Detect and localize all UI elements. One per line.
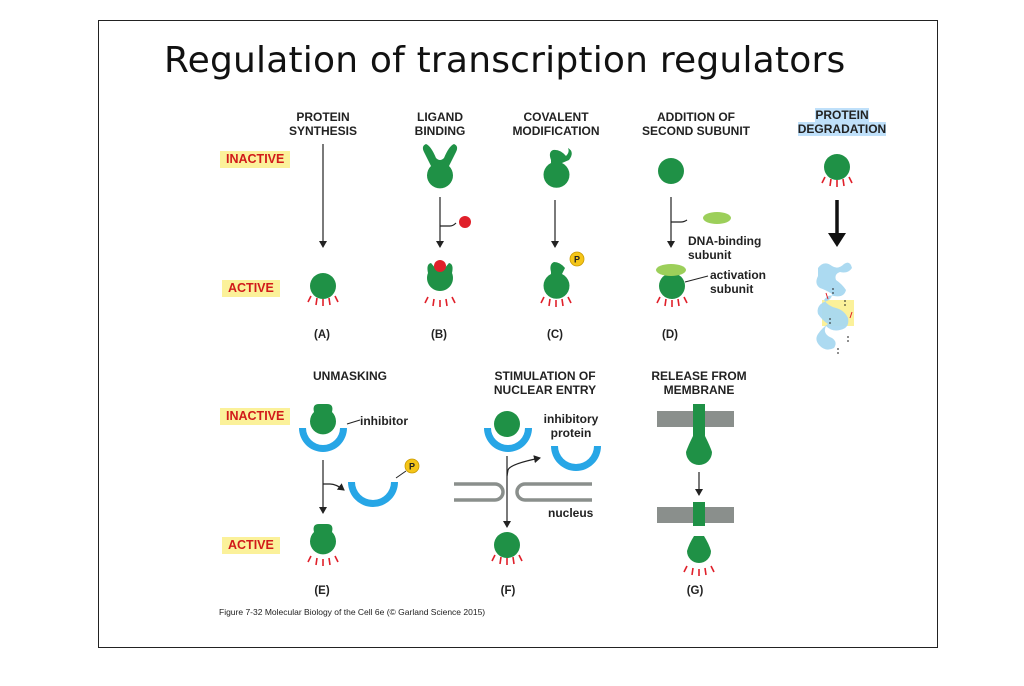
caption-d: (D): [662, 329, 678, 341]
inactive-protein-b: [422, 144, 458, 189]
state-inactive-bottom: INACTIVE: [220, 408, 291, 425]
label-inhibitor: inhibitor: [360, 414, 408, 428]
masked-protein-e: [310, 404, 336, 435]
caption-g: (G): [686, 585, 704, 597]
state-inactive-top: INACTIVE: [220, 151, 291, 168]
active-protein-c: [543, 262, 570, 299]
label-nucleus: nucleus: [548, 506, 594, 520]
inhibitor-bound-e: [299, 428, 347, 452]
panel-c: P: [540, 148, 585, 308]
ligand-free: [459, 216, 471, 228]
caption-b: (B): [431, 329, 447, 341]
ligand-bound: [434, 260, 446, 272]
cleaved-stalk-remnant: [693, 502, 705, 526]
phosphate-label-e: P: [409, 462, 415, 472]
protein-fragments: [816, 262, 852, 350]
inhibitory-release-arrow: [506, 455, 541, 477]
slide-title: Regulation of transcription regulators: [164, 40, 846, 81]
released-protein: [687, 536, 711, 563]
panel-e: P: [299, 404, 420, 567]
activation-leader: [684, 275, 709, 283]
inhibitor-leader: [346, 419, 361, 425]
bound-second-subunit: [656, 264, 686, 276]
activity-rays-g: [683, 565, 715, 577]
ligand-branch-b: [440, 222, 457, 227]
fragment-red-marks: [825, 292, 853, 319]
active-protein-a: [310, 273, 336, 299]
membrane-bottom-left: [657, 507, 693, 523]
active-protein-d: [659, 273, 685, 299]
panel-d: [656, 158, 731, 308]
caption-c: (C): [547, 329, 563, 341]
active-protein-f: [494, 532, 520, 558]
membrane-top-left: [657, 411, 693, 427]
phosphate-group-e: [404, 458, 420, 474]
phosphate-label-c: P: [574, 255, 580, 265]
active-protein-e: [309, 524, 336, 555]
nuclear-envelope-left: [454, 482, 505, 502]
membrane-bottom-right: [705, 507, 734, 523]
masked-protein-f: [494, 411, 520, 437]
caption-e: (E): [314, 585, 330, 597]
header-unmasking: UNMASKING: [313, 369, 387, 383]
activity-rays-e: [307, 555, 339, 567]
state-active-bottom: ACTIVE: [222, 537, 280, 554]
membrane-top-right: [705, 411, 734, 427]
activity-rays-b: [424, 296, 456, 308]
phosphate-group-c: [569, 251, 585, 267]
inhibitory-protein-bound: [484, 428, 532, 452]
header-protein-degradation: PROTEIN DEGRADATION: [797, 108, 887, 136]
figure-credit: Figure 7-32 Molecular Biology of the Cel…: [219, 607, 486, 617]
active-protein-b: [427, 263, 453, 291]
inactive-protein-c: [543, 148, 572, 188]
state-active-top: ACTIVE: [222, 280, 280, 297]
panel-g: [657, 404, 734, 577]
caption-a: (A): [314, 329, 330, 341]
protein-to-degrade: [824, 154, 850, 180]
inhibitor-release-arrow: [323, 483, 345, 491]
anchored-protein-head: [686, 436, 712, 465]
panel-b: [422, 144, 471, 308]
phosphate-leader-e: [395, 470, 407, 479]
caption-f: (F): [500, 585, 516, 597]
anchored-protein-stalk: [693, 404, 705, 438]
nuclear-envelope-right: [515, 482, 592, 502]
panel-f: [454, 411, 601, 566]
fragment-marks: [829, 288, 849, 354]
panel-a: [307, 144, 339, 307]
inhibitor-free-e: [348, 482, 398, 507]
inhibitory-protein-free: [551, 446, 601, 471]
panel-degradation: [816, 154, 854, 354]
inactive-protein-d: [658, 158, 684, 184]
free-second-subunit: [703, 212, 731, 224]
subunit-branch-d: [671, 219, 688, 223]
